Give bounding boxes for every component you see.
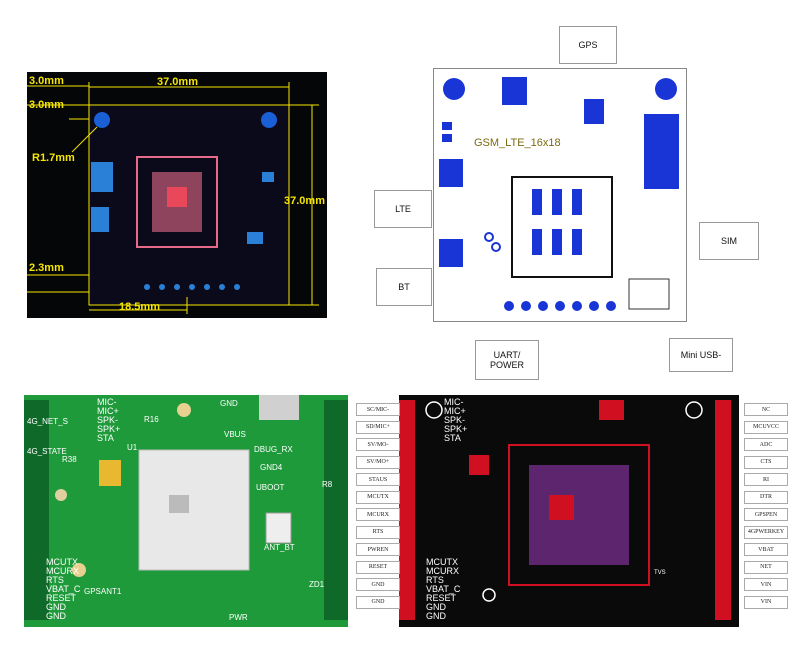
pin-right-10: VIN: [744, 578, 788, 591]
pin-left-10: GND: [356, 578, 400, 591]
photo-zd1: ZD1: [309, 580, 325, 589]
photo-gnd4: GND4: [260, 463, 283, 472]
callout-gps: GPS: [559, 26, 617, 64]
photo-dbug-rx: DBUG_RX: [254, 445, 293, 454]
pin-left-1: SD/MIC+: [356, 420, 400, 434]
pin-left-6: MCURX: [356, 508, 400, 521]
photo-left-1: 4G_STATE: [27, 447, 67, 456]
pin-left-9: RESET: [356, 560, 400, 574]
pin-left-3: SV/MO+: [356, 455, 400, 469]
board-title: GSM_LTE_16x18: [474, 137, 561, 149]
photo-r38: R38: [62, 455, 77, 464]
dim-radius: R1.7mm: [32, 152, 75, 164]
pin-right-2: ADC: [744, 438, 788, 451]
pinmap-top-labels: MIC-MIC+ SPK-SPK+ STA: [444, 397, 468, 443]
board-photo: MIC-MIC+ SPK-SPK+ STA U1 4G_NET_S 4G_STA…: [24, 395, 348, 627]
callout-bt: BT: [376, 268, 432, 306]
pin-right-0: NC: [744, 403, 788, 416]
pin-left-5: MCUTX: [356, 490, 400, 504]
pin-right-3: CTS: [744, 455, 788, 469]
dim-37mm-height: 37.0mm: [284, 195, 325, 207]
photo-vbus: VBUS: [224, 430, 246, 439]
dim-2-3mm: 2.3mm: [29, 262, 64, 274]
photo-gpsant1: GPSANT1: [84, 587, 122, 596]
callout-uart-power: UART/ POWER: [475, 340, 539, 380]
dim-3mm-side: 3.0mm: [29, 99, 64, 111]
callout-lte: LTE: [374, 190, 432, 228]
pin-right-6: GPSPEN: [744, 508, 788, 521]
pinmap-board: [399, 395, 739, 627]
pin-left-2: SV/MO-: [356, 438, 400, 451]
dim-3mm-top: 3.0mm: [29, 75, 64, 87]
photo-gnd: GND: [220, 399, 238, 408]
callout-sim: SIM: [699, 222, 759, 260]
dimension-drawing: 3.0mm 37.0mm 3.0mm R1.7mm 37.0mm 2.3mm 1…: [27, 72, 327, 318]
callout-mini-usb: Mini USB-: [669, 338, 733, 372]
layout-shapes: [439, 77, 679, 311]
photo-pwr: PWR: [229, 613, 248, 622]
pin-right-11: VIN: [744, 595, 788, 609]
photo-ant-bt: ANT_BT: [264, 543, 295, 552]
photo-shapes: [24, 395, 348, 627]
pinmap-shapes: [399, 400, 731, 620]
pin-left-11: GND: [356, 595, 400, 609]
pin-left-7: RTS: [356, 525, 400, 539]
component-layout: GSM_LTE_16x18: [433, 68, 687, 322]
pin-right-9: NET: [744, 560, 788, 574]
dim-18-5mm: 18.5mm: [119, 301, 160, 313]
pin-right-7: 4GPWERKEY: [744, 525, 788, 539]
photo-top-labels: MIC-MIC+ SPK-SPK+ STA: [97, 397, 121, 443]
pinmap-tvs: TVS: [654, 570, 666, 576]
photo-left-0: 4G_NET_S: [27, 417, 68, 426]
photo-uboot: UBOOT: [256, 483, 285, 492]
pin-left-0: SC/MIC-: [356, 403, 400, 416]
pin-left-4: STAUS: [356, 473, 400, 486]
pin-right-4: RI: [744, 473, 788, 486]
pin-right-5: DTR: [744, 490, 788, 504]
pin-right-8: VBAT: [744, 543, 788, 556]
pin-left-8: PWREN: [356, 543, 400, 556]
photo-r16: R16: [144, 415, 159, 424]
pin-right-1: MCUVCC: [744, 420, 788, 434]
photo-u1: U1: [127, 443, 138, 452]
photo-r8: R8: [322, 480, 333, 489]
dim-37mm-width: 37.0mm: [157, 76, 198, 88]
dimension-lines: [27, 82, 319, 314]
